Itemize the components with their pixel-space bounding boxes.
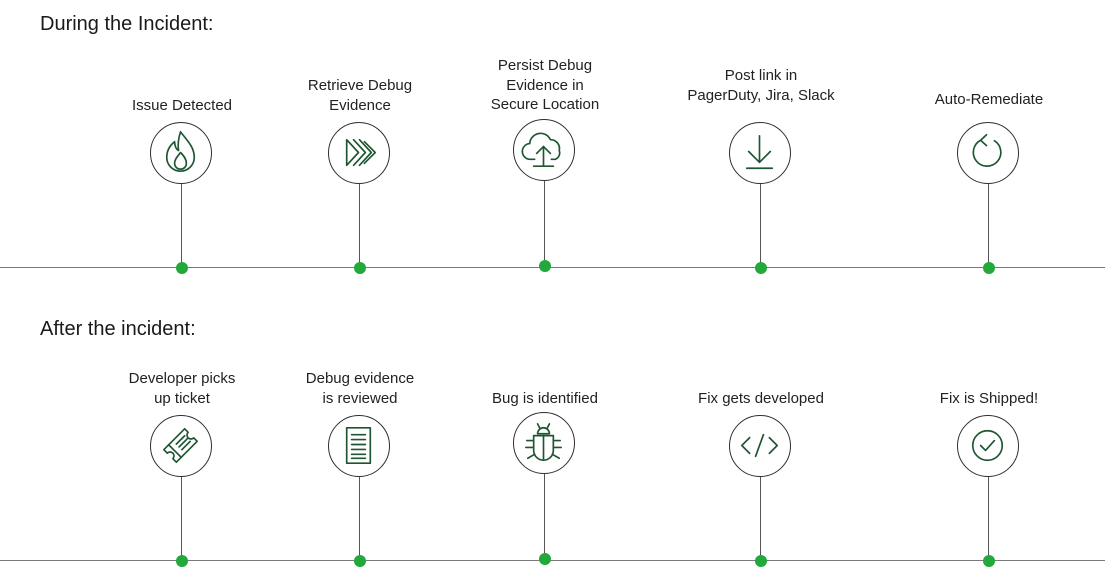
- connector-line: [181, 477, 183, 561]
- document-icon: [328, 415, 390, 477]
- flame-icon: [150, 122, 212, 184]
- step-label: Fix is Shipped!: [939, 390, 1039, 407]
- connector-line: [544, 474, 546, 558]
- connector-line: [988, 477, 990, 561]
- download-icon: [729, 122, 791, 184]
- section-title: After the incident:: [40, 318, 196, 340]
- cloud-upload-icon: [513, 119, 575, 181]
- timeline-dot: [983, 555, 995, 567]
- timeline-dot: [354, 262, 366, 274]
- step-label: Debug evidence is reviewed: [305, 370, 415, 407]
- step-label: Bug is identified: [492, 390, 598, 407]
- connector-line: [181, 184, 183, 268]
- timeline-dot: [539, 260, 551, 272]
- connector-line: [544, 181, 546, 265]
- connector-line: [760, 477, 762, 561]
- connector-line: [359, 184, 361, 268]
- step-label: Retrieve Debug Evidence: [307, 77, 413, 114]
- timeline-dot: [755, 262, 767, 274]
- section-title: During the Incident:: [40, 13, 214, 35]
- step-label: Persist Debug Evidence in Secure Locatio…: [490, 57, 600, 113]
- step-label: Auto-Remediate: [934, 91, 1044, 108]
- timeline-dot: [176, 262, 188, 274]
- check-circle-icon: [957, 415, 1019, 477]
- code-icon: [729, 415, 791, 477]
- timeline-dot: [539, 553, 551, 565]
- during-incident-section: During the Incident: Issue Detected Retr…: [0, 13, 1105, 274]
- timeline-line: [0, 267, 1105, 268]
- timeline-line: [0, 560, 1105, 561]
- fast-forward-icon: [328, 122, 390, 184]
- step-label: Issue Detected: [131, 97, 233, 114]
- connector-line: [760, 184, 762, 268]
- bug-icon: [513, 412, 575, 474]
- connector-line: [988, 184, 990, 268]
- timeline-dot: [354, 555, 366, 567]
- timeline-dot: [755, 555, 767, 567]
- step-label: Post link in PagerDuty, Jira, Slack: [687, 67, 835, 104]
- after-incident-section: After the incident: Developer picks up t…: [0, 290, 1105, 578]
- timeline-dot: [983, 262, 995, 274]
- step-label: Fix gets developed: [698, 390, 824, 407]
- refresh-icon: [957, 122, 1019, 184]
- connector-line: [359, 477, 361, 561]
- ticket-icon: [150, 415, 212, 477]
- timeline-dot: [176, 555, 188, 567]
- step-label: Developer picks up ticket: [128, 370, 236, 407]
